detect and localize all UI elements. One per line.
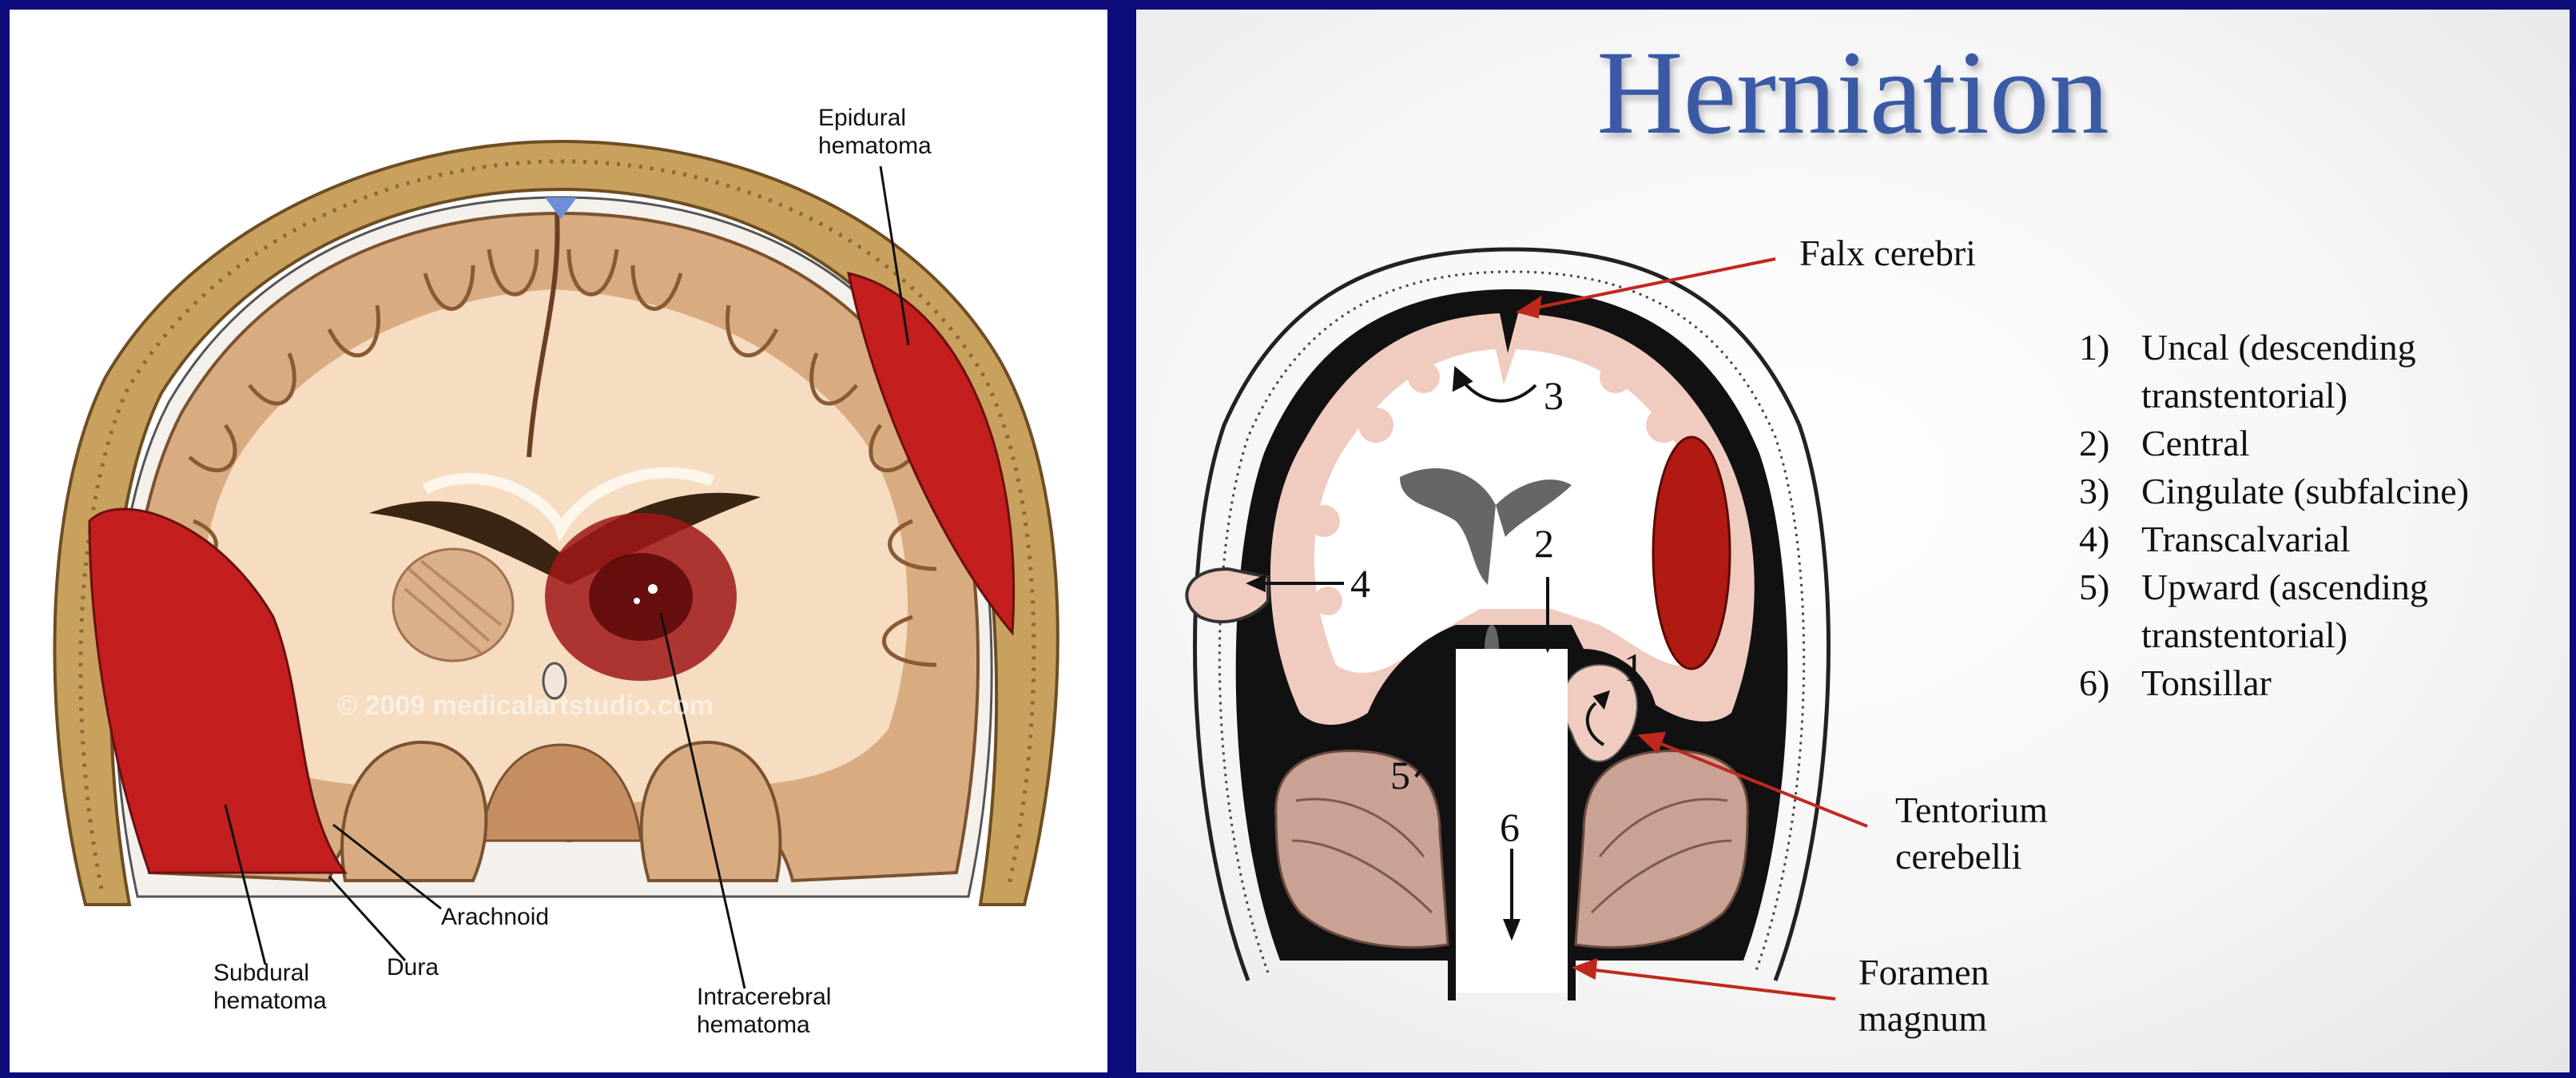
epidural-label-1: Epidural: [818, 105, 906, 131]
number-6: 6: [1500, 805, 1520, 849]
number-5: 5: [1390, 753, 1410, 798]
number-2: 2: [1534, 521, 1554, 566]
cerebellum: [1274, 750, 1749, 949]
number-3: 3: [1544, 373, 1564, 418]
subdural-hematoma: [88, 507, 348, 874]
list-item: 5)Upward (ascending transtentorial): [2079, 567, 2428, 655]
mass-lesion: [1652, 436, 1731, 670]
foramen-label-2: magnum: [1858, 998, 1987, 1039]
slide-title: Herniation: [1596, 26, 2109, 159]
epidural-hematoma: [847, 272, 1016, 636]
number-4: 4: [1350, 561, 1370, 606]
intracerebral-label-2: hematoma: [697, 1012, 810, 1038]
herniation-diagram: 1 2 3 4 5 6: [1185, 247, 1868, 1000]
number-1: 1: [1624, 645, 1644, 690]
skull-outline: [1193, 247, 1831, 981]
dura-label: Dura: [387, 954, 439, 981]
arachnoid-label: Arachnoid: [441, 904, 549, 930]
foramen-label-1: Foramen: [1858, 952, 1990, 992]
brain-coronal-illustration: Epidural hematoma Subdural hematoma Dura…: [53, 105, 1059, 1038]
subdural-label-1: Subdural: [213, 960, 309, 986]
list-item: 6)Tonsillar: [2079, 662, 2272, 703]
herniation-types-list: 1)Uncal (descending transtentorial) 2)Ce…: [2079, 324, 2557, 707]
tentorium-label-1: Tentorium: [1895, 790, 2048, 830]
list-item: 3)Cingulate (subfalcine): [2079, 471, 2470, 511]
list-item: 4)Transcalvarial: [2079, 519, 2351, 559]
epidural-label-2: hematoma: [818, 133, 932, 159]
tentorium-label-2: cerebelli: [1895, 836, 2022, 877]
subdural-label-2: hematoma: [213, 988, 327, 1014]
intracerebral-label-1: Intracerebral: [697, 984, 831, 1010]
herniation-panel: Herniation: [1136, 10, 2570, 1072]
list-item: 2)Central: [2079, 423, 2250, 463]
skull: [53, 139, 1059, 906]
watermark: © 2009 medicalartstudio.com: [337, 690, 714, 721]
falx-cerebri-label: Falx cerebri: [1799, 233, 1976, 273]
list-item: 1)Uncal (descending transtentorial): [2079, 327, 2416, 416]
hematoma-illustration-panel: Epidural hematoma Subdural hematoma Dura…: [10, 10, 1107, 1072]
